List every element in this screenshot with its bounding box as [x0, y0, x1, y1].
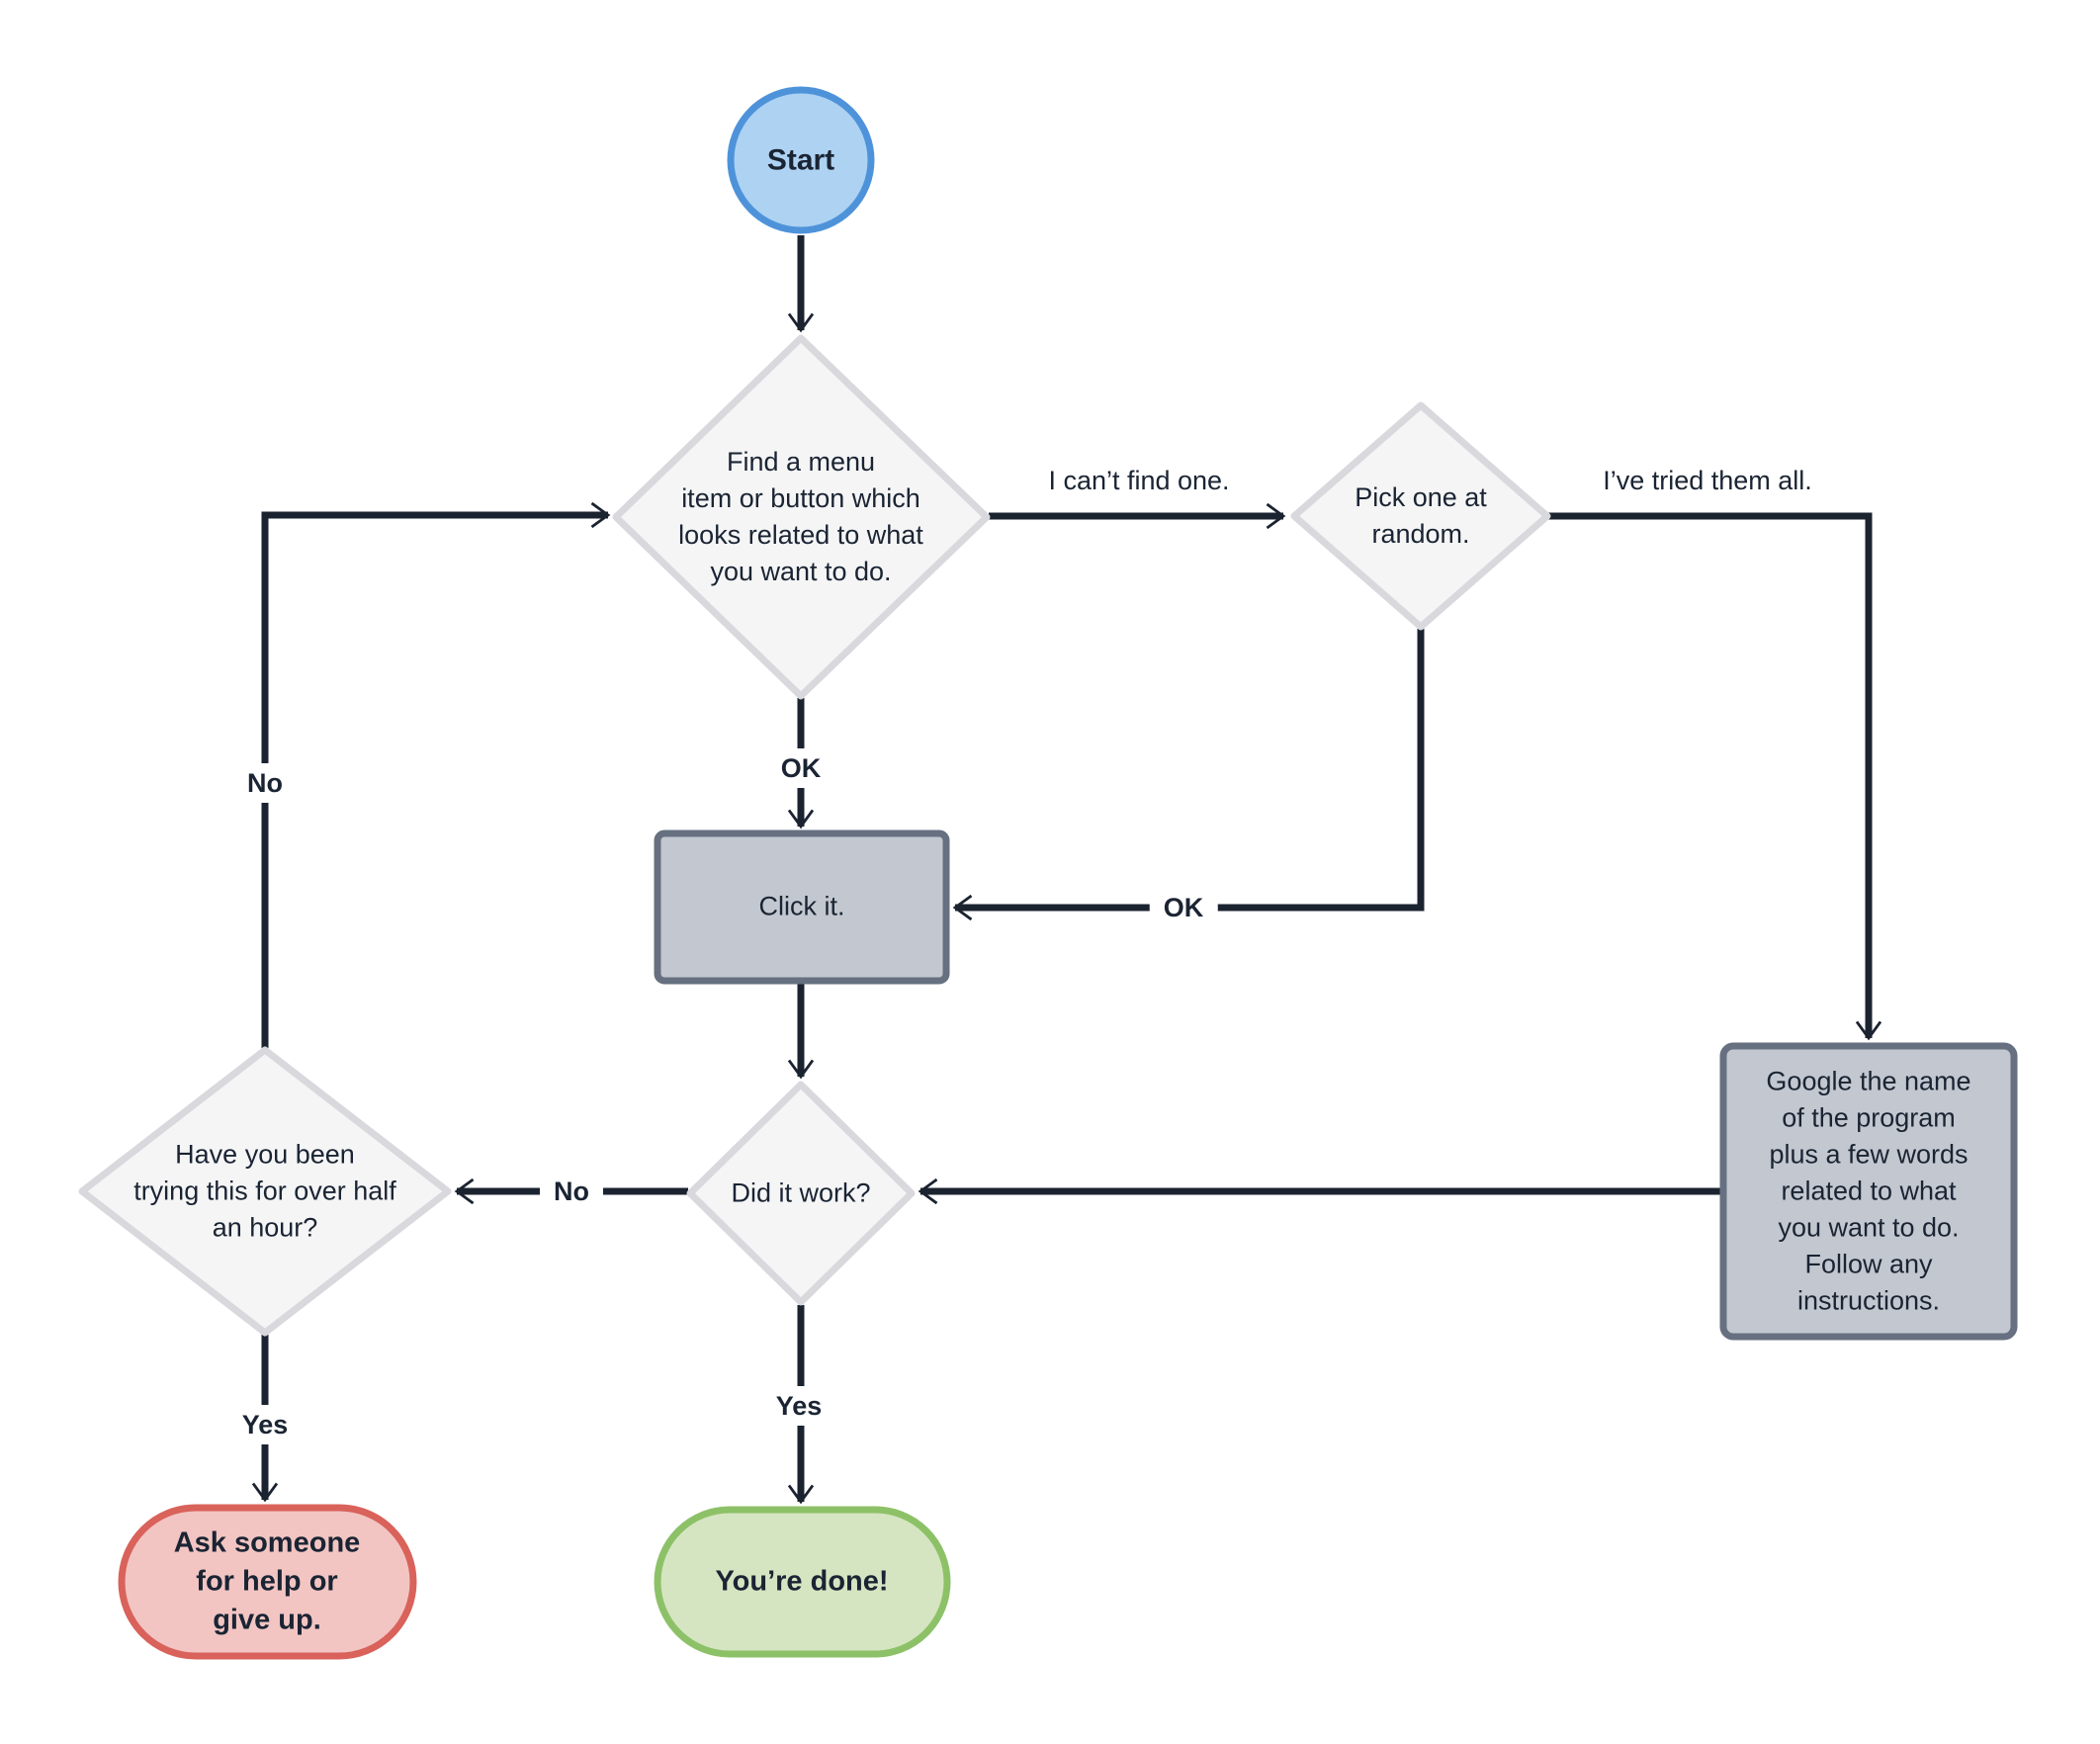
edge-label-cant-find: I can’t find one.: [1048, 466, 1230, 495]
find-menu-label: Find a menu item or button which looks r…: [678, 447, 923, 586]
start-label: Start: [766, 143, 835, 177]
edge-label-no-mid: No: [540, 1172, 603, 1211]
edge-label-ok-top: OK: [766, 748, 835, 788]
edge-pick-random-to-click-ok: [952, 629, 1425, 921]
click-it-process: [654, 829, 950, 985]
start-node: [727, 86, 875, 234]
pick-random-label: Pick one at random.: [1355, 482, 1487, 549]
pick-random-decision: [1290, 401, 1551, 631]
did-it-work-decision: [686, 1081, 916, 1306]
edge-half-hour-to-find-menu-no: [261, 501, 611, 1048]
click-it-label: Click it.: [758, 891, 845, 921]
ask-help-terminal: [118, 1504, 417, 1660]
edge-label-no-up: No: [233, 763, 297, 803]
edge-label-ok-side: OK: [1149, 888, 1218, 927]
ask-help-label: Ask someone for help or give up.: [173, 1526, 361, 1636]
google-label: Google the name of the program plus a fe…: [1766, 1066, 1971, 1316]
half-hour-decision: [78, 1046, 452, 1337]
did-it-work-label: Did it work?: [731, 1177, 871, 1208]
half-hour-label: Have you been trying this for over half …: [133, 1139, 396, 1243]
done-label: You’re done!: [715, 1565, 889, 1598]
google-process: [1719, 1042, 2018, 1341]
edge-label-tried-all: I’ve tried them all.: [1603, 466, 1812, 495]
edge-label-yes-left: Yes: [227, 1405, 303, 1444]
done-terminal: [654, 1506, 951, 1658]
edge-pick-random-to-google: [1547, 512, 1882, 1041]
find-menu-decision: [612, 334, 991, 700]
edge-label-yes-mid: Yes: [761, 1386, 836, 1426]
